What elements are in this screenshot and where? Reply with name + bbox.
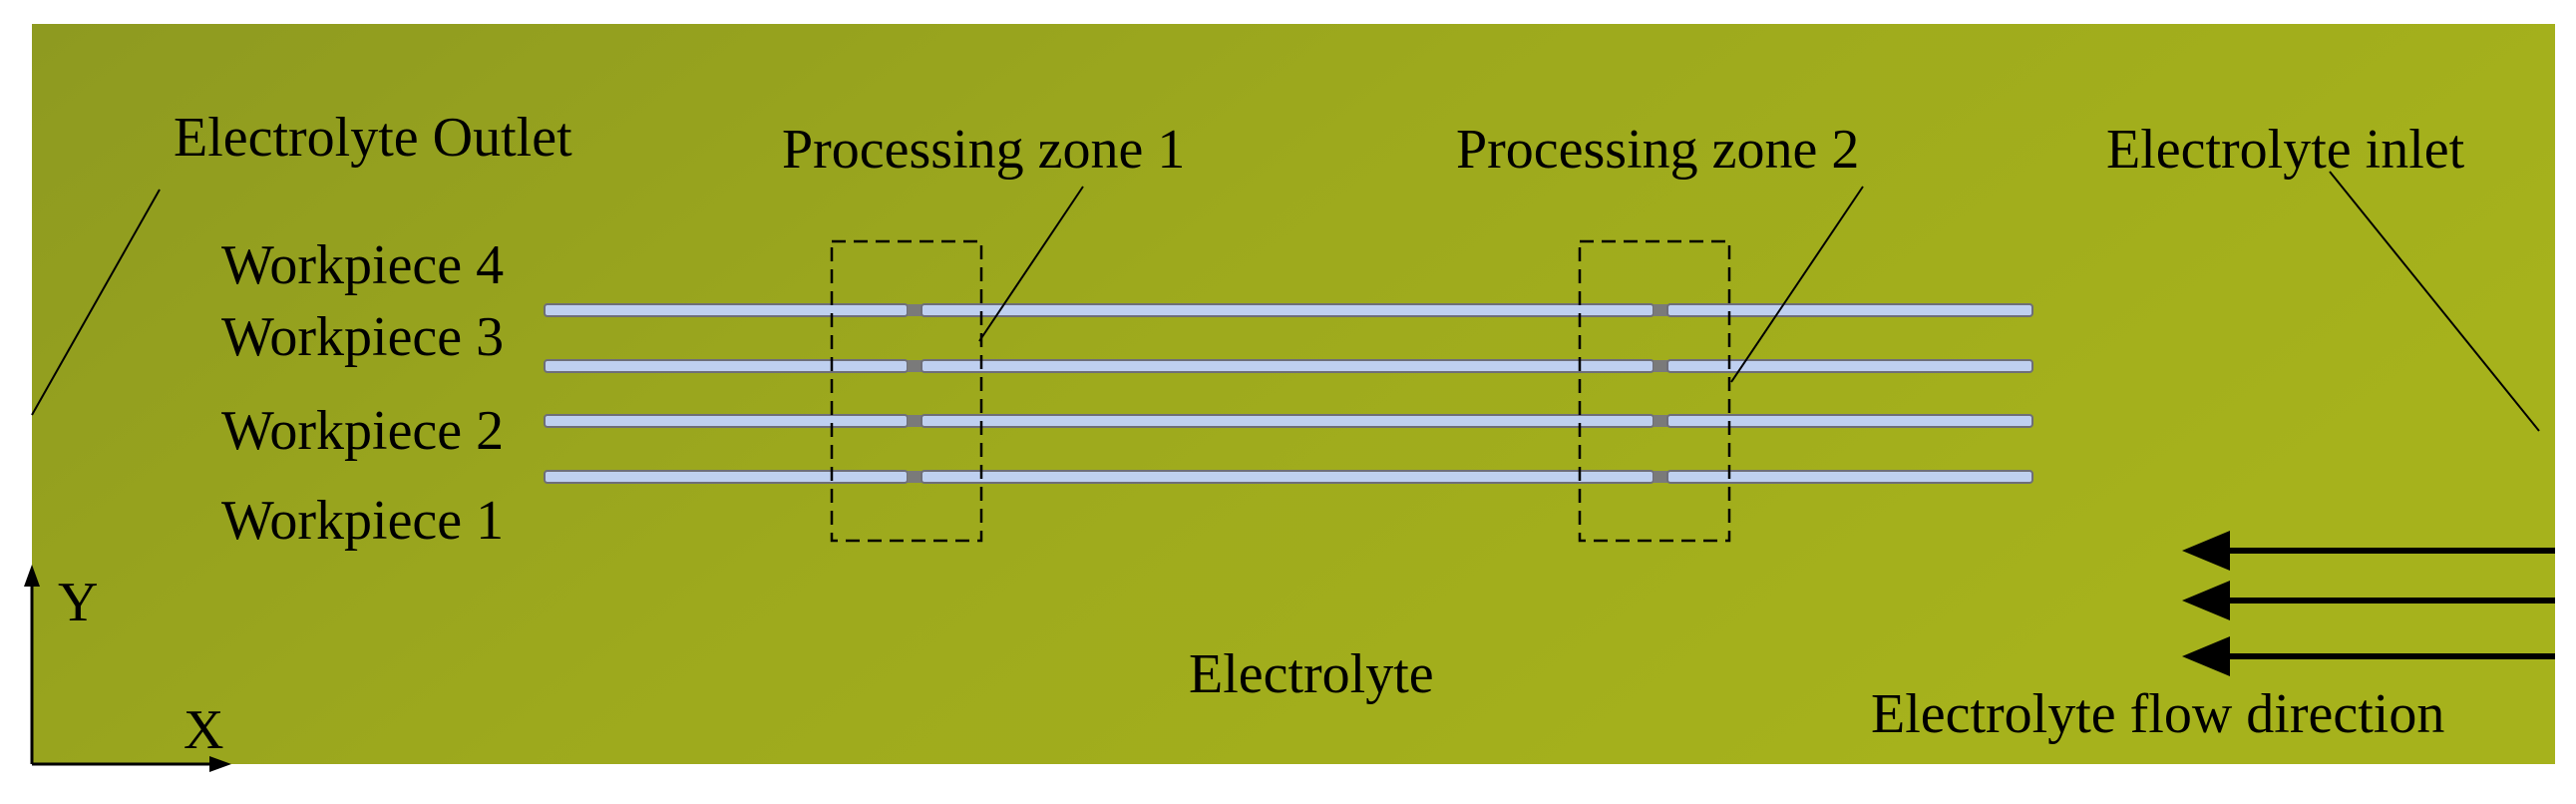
outlet-leader-line <box>31 189 161 416</box>
workpiece-4-segment <box>1666 303 2033 317</box>
workpiece-4-segment <box>544 303 909 317</box>
electrolyte-inlet-label: Electrolyte inlet <box>2106 119 2465 181</box>
flow-arrows <box>2182 531 2555 676</box>
workpiece-2-segment <box>1666 414 2033 428</box>
workpiece-4-segment <box>920 303 1655 317</box>
y-axis-label: Y <box>58 572 98 633</box>
workpiece-1-segment <box>920 470 1655 484</box>
x-axis-label: X <box>184 699 223 761</box>
workpiece-1-gap-1 <box>908 471 921 483</box>
workpiece-3 <box>544 359 2033 373</box>
workpiece-2 <box>544 414 2033 428</box>
inlet-leader-line <box>2329 171 2540 432</box>
workpiece-1-segment <box>1666 470 2033 484</box>
processing-zone-2-box <box>1578 239 1731 543</box>
processing-zone-1-box <box>830 239 983 543</box>
workpiece-2-label: Workpiece 2 <box>221 400 504 462</box>
electrolyte-outlet-label: Electrolyte Outlet <box>174 107 572 169</box>
workpiece-2-segment <box>920 414 1655 428</box>
zone-2-leader-line <box>1730 186 1864 383</box>
zone-1-leader-line <box>978 186 1084 342</box>
workpiece-1 <box>544 470 2033 484</box>
xy-axis-icon <box>24 565 231 772</box>
workpieces <box>544 303 2033 484</box>
workpiece-2-segment <box>544 414 909 428</box>
workpiece-3-segment <box>544 359 909 373</box>
workpiece-4 <box>544 303 2033 317</box>
workpiece-1-gap-2 <box>1654 471 1667 483</box>
workpiece-3-segment <box>1666 359 2033 373</box>
flow-arrowhead-icon <box>2182 531 2230 571</box>
workpiece-3-gap-1 <box>908 360 921 372</box>
workpiece-4-gap-1 <box>908 304 921 316</box>
flow-arrowhead-icon <box>2182 581 2230 620</box>
electrolyte-label: Electrolyte <box>1189 643 1434 705</box>
workpiece-3-gap-2 <box>1654 360 1667 372</box>
workpiece-2-gap-2 <box>1654 415 1667 427</box>
workpiece-2-gap-1 <box>908 415 921 427</box>
workpiece-1-segment <box>544 470 909 484</box>
workpiece-3-segment <box>920 359 1655 373</box>
workpiece-1-label: Workpiece 1 <box>221 490 504 552</box>
electrolyte-domain <box>32 24 2555 764</box>
workpiece-4-gap-2 <box>1654 304 1667 316</box>
processing-zone-1-label: Processing zone 1 <box>782 119 1185 181</box>
x-axis-arrowhead-icon <box>209 756 231 772</box>
workpiece-4-label: Workpiece 4 <box>221 234 504 296</box>
processing-zone-2-label: Processing zone 2 <box>1456 119 1859 181</box>
workpiece-3-label: Workpiece 3 <box>221 306 504 368</box>
flow-direction-label: Electrolyte flow direction <box>1871 683 2444 745</box>
y-axis-arrowhead-icon <box>24 565 40 587</box>
flow-arrowhead-icon <box>2182 636 2230 676</box>
